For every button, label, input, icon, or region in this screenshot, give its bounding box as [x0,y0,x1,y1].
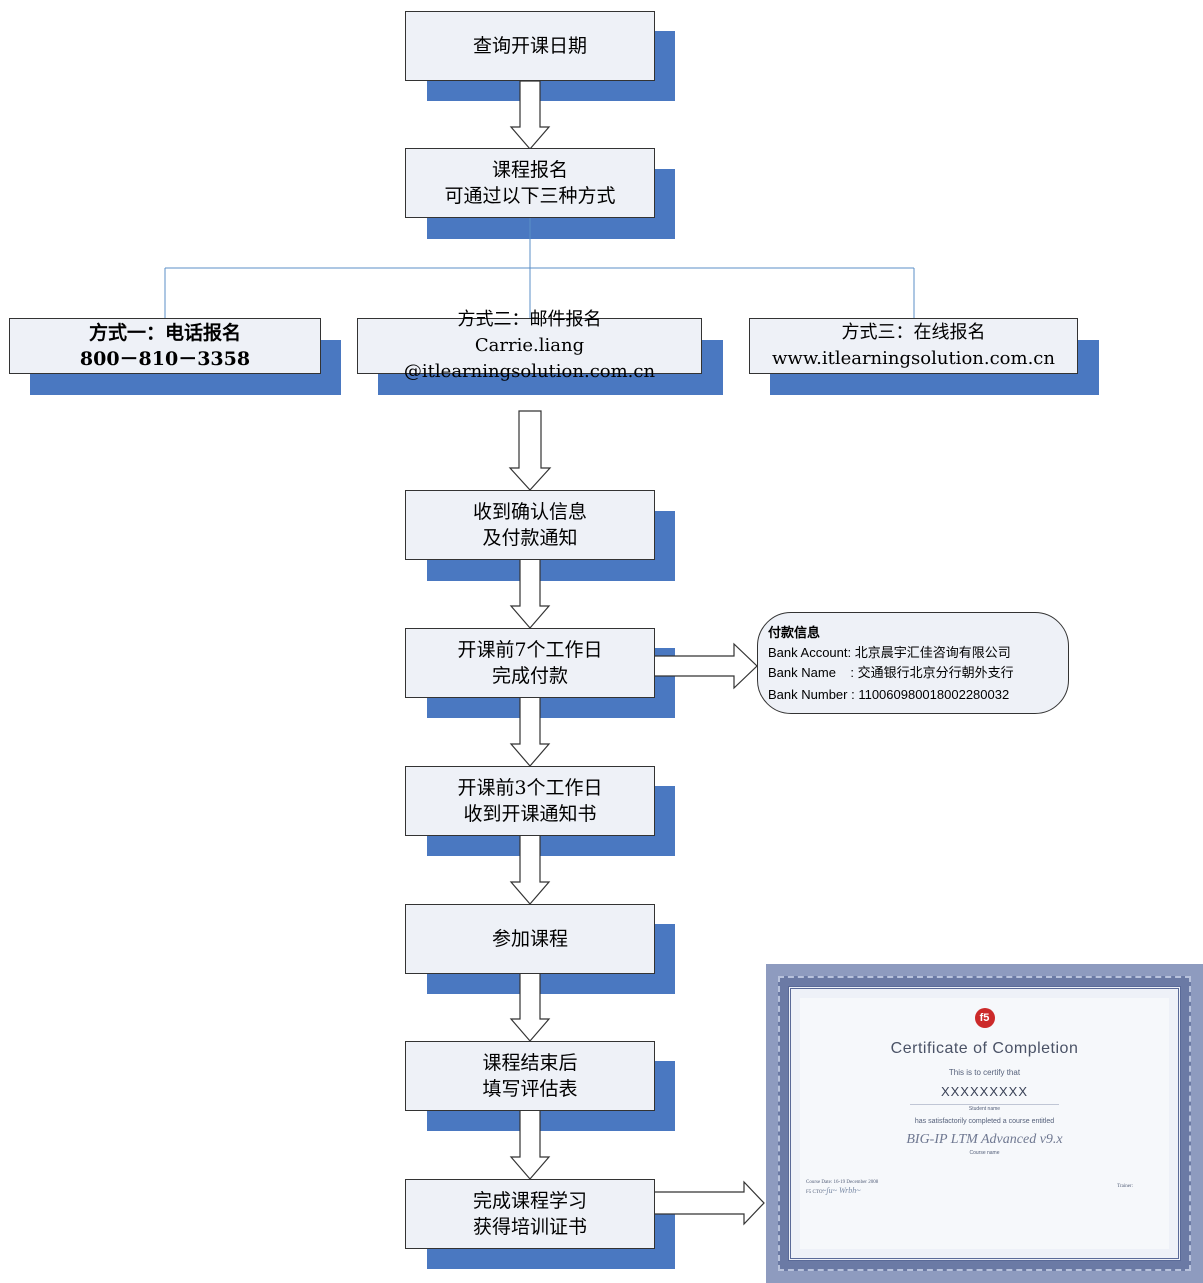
bank-number-label: Bank Number : [768,687,855,702]
right-arrow [653,642,758,690]
trainer-label: Trainer: [1117,1184,1133,1189]
bank-number-row: Bank Number : 110060980018002280032 [768,685,1068,705]
right-arrow [653,1180,765,1226]
bank-name-label: Bank Name : [768,665,854,680]
bank-number-value: 110060980018002280032 [858,687,1010,702]
cto-label: F5 CTO: [806,1190,824,1195]
course-caption: Course name [969,1150,1000,1156]
method-title: 方式三：在线报名 [841,322,986,343]
student-name: XXXXXXXXX [940,1084,1029,1099]
down-arrow [508,410,552,491]
divider [910,1104,1059,1105]
bank-account-row: Bank Account: 北京晨宇汇佳咨询有限公司 [768,643,1068,663]
down-arrow [509,1108,551,1180]
email-address: Carrie.liang @itlearningsolution.com.cn [403,335,656,382]
step-payment: 开课前7个工作日 完成付款 [405,628,655,698]
bank-account-label: Bank Account: [768,645,852,660]
method-online: 方式三：在线报名 www.itlearningsolution.com.cn [749,318,1078,374]
bank-name-row: Bank Name : 交通银行北京分行朝外支行 [768,663,1068,683]
certificate-image: f5 Certificate of Completion This is to … [766,964,1203,1283]
bank-name-value: 交通银行北京分行朝外支行 [857,665,1014,680]
down-arrow [509,80,551,150]
down-arrow [509,833,551,905]
down-arrow [509,558,551,629]
payment-info-callout: 付款信息 Bank Account: 北京晨宇汇佳咨询有限公司 Bank Nam… [757,612,1069,714]
step-text: 课程结束后 [482,1052,578,1074]
step-text: 收到确认信息 [472,501,587,523]
step-complete: 完成课程学习 获得培训证书 [405,1179,655,1249]
step-text: 参加课程 [491,928,568,950]
step-text: 完成课程学习 [472,1190,587,1212]
method-title: 方式二：邮件报名 [457,309,602,330]
step-text: 完成付款 [491,665,568,687]
method-email: 方式二：邮件报名 Carrie.liang @itlearningsolutio… [357,309,702,382]
step-text: 课程报名 [491,159,568,181]
down-arrow [509,971,551,1042]
payment-info-title: 付款信息 [768,625,821,640]
step-text: 填写评估表 [482,1078,578,1100]
step-evaluate: 课程结束后 填写评估表 [405,1041,655,1111]
down-arrow [509,696,551,767]
f5-logo-icon: f5 [974,1008,995,1028]
step-confirm: 收到确认信息 及付款通知 [405,490,655,560]
certificate-body: f5 Certificate of Completion This is to … [800,998,1169,1249]
step-text: 查询开课日期 [472,35,587,57]
certificate-title: Certificate of Completion [890,1040,1079,1057]
signature-icon: ~ʃu~ Wrbh~ [822,1186,861,1195]
bank-account-value: 北京晨宇汇佳咨询有限公司 [854,645,1011,660]
step-attend: 参加课程 [405,904,655,974]
course-title: BIG-IP LTM Advanced v9.x [906,1132,1063,1147]
step-text: 开课前3个工作日 [457,777,603,799]
step-text: 及付款通知 [482,527,578,549]
student-caption: Student name [968,1106,1001,1112]
step-register: 课程报名 可通过以下三种方式 [405,148,655,218]
step-text: 收到开课通知书 [463,803,597,825]
course-date: Course Date: 16-19 December 2008 [806,1180,879,1185]
step-text: 开课前7个工作日 [457,639,603,661]
phone-number: 800－810－3358 [79,348,251,370]
step-notice: 开课前3个工作日 收到开课通知书 [405,766,655,836]
website-url: www.itlearningsolution.com.cn [772,348,1055,369]
certify-text: This is to certify that [948,1068,1021,1077]
method-phone: 方式一：电话报名 800－810－3358 [9,318,321,374]
step-text: 可通过以下三种方式 [444,185,616,207]
method-title: 方式一：电话报名 [88,322,241,344]
step-query-dates: 查询开课日期 [405,11,655,81]
step-text: 获得培训证书 [472,1216,587,1238]
completion-text: has satisfactorily completed a course en… [914,1118,1055,1125]
